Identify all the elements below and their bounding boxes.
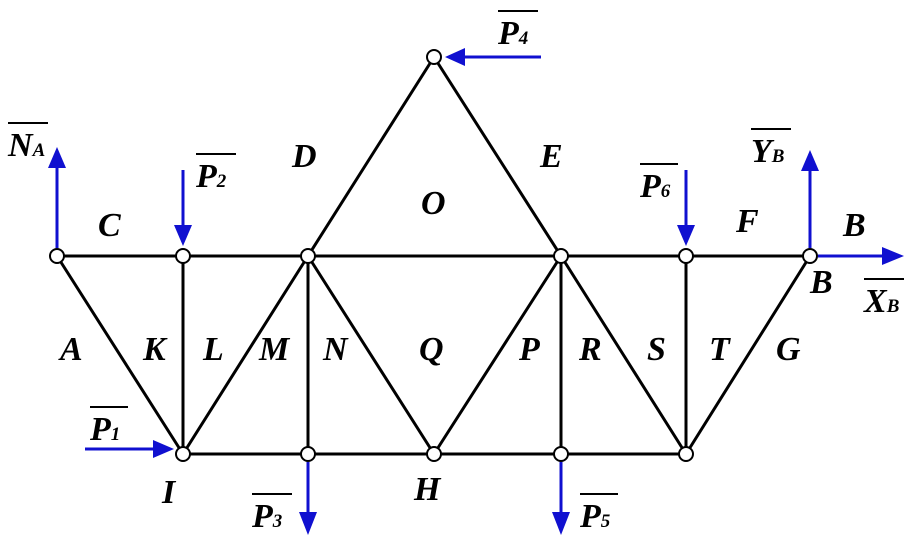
- region-label-b: B: [842, 207, 866, 244]
- svg-text:XB: XB: [863, 283, 899, 320]
- member-diagonal-n: [306, 254, 436, 456]
- region-label-d: D: [291, 138, 317, 175]
- member-apex-left: [306, 55, 436, 258]
- region-label-i: I: [161, 474, 177, 511]
- svg-text:NA: NA: [7, 127, 45, 164]
- force-label-p2: P2: [195, 153, 236, 195]
- joint-top-4: [553, 248, 569, 264]
- joint-top-3: [300, 248, 316, 264]
- svg-text:P2: P2: [195, 158, 227, 195]
- region-label-s: S: [647, 331, 666, 368]
- svg-text:P5: P5: [579, 498, 611, 535]
- region-label-k: K: [142, 331, 168, 368]
- region-label-f: F: [735, 203, 759, 240]
- force-arrow-p5: [552, 462, 570, 535]
- force-arrow-p3: [299, 462, 317, 535]
- region-label-p: P: [518, 331, 540, 368]
- force-arrow-p1: [85, 440, 174, 458]
- joint-right-support: [802, 248, 818, 264]
- member-diagonal-r: [559, 254, 688, 456]
- member-diagonal-q: [432, 254, 563, 456]
- joint-top-2: [175, 248, 191, 264]
- region-label-o: O: [421, 185, 446, 222]
- region-label-m: M: [258, 331, 291, 368]
- region-label-r: R: [578, 331, 602, 368]
- svg-text:YB: YB: [751, 133, 784, 170]
- joint-bottom-5: [678, 446, 694, 462]
- region-label-b-joint: B: [809, 264, 833, 301]
- force-arrow-xb: [818, 247, 904, 265]
- force-label-p1: P1: [89, 406, 128, 448]
- joint-bottom-1: [175, 446, 191, 462]
- svg-text:P3: P3: [251, 498, 282, 535]
- truss-joints: [49, 49, 818, 462]
- force-arrow-p4: [445, 48, 541, 66]
- region-label-g: G: [776, 331, 801, 368]
- region-label-n: N: [322, 331, 349, 368]
- force-arrow-yb: [801, 150, 819, 248]
- force-label-yb: YB: [751, 128, 791, 170]
- region-label-t: T: [709, 331, 731, 368]
- member-right-end: [684, 254, 812, 456]
- force-label-xb: XB: [863, 278, 904, 320]
- region-labels: A B C D E F G H I K L M N O P Q R S T B: [58, 138, 866, 511]
- force-label-na: NA: [7, 122, 48, 164]
- truss-members: [55, 55, 812, 456]
- force-arrow-na: [48, 147, 66, 248]
- joint-apex: [426, 49, 442, 65]
- joint-top-5: [678, 248, 694, 264]
- region-label-a: A: [58, 331, 83, 368]
- force-arrows: [48, 48, 904, 535]
- force-label-p5: P5: [579, 493, 618, 535]
- region-label-q: Q: [419, 331, 444, 368]
- joint-left-support: [49, 248, 65, 264]
- member-diagonal-l: [181, 254, 310, 456]
- member-apex-right: [432, 55, 563, 258]
- force-label-p3: P3: [251, 493, 292, 535]
- region-label-c: C: [98, 207, 121, 244]
- force-arrow-p2: [174, 170, 192, 246]
- svg-text:P4: P4: [497, 15, 528, 52]
- force-label-p6: P6: [639, 163, 678, 205]
- member-left-end: [55, 254, 185, 456]
- region-label-l: L: [202, 331, 224, 368]
- force-label-p4: P4: [497, 10, 538, 52]
- force-arrow-p6: [677, 170, 695, 246]
- svg-text:P1: P1: [89, 411, 120, 448]
- region-label-e: E: [539, 138, 563, 175]
- region-label-h: H: [413, 471, 442, 508]
- svg-text:P6: P6: [639, 168, 671, 205]
- joint-bottom-2: [300, 446, 316, 462]
- joint-bottom-3: [426, 446, 442, 462]
- force-labels: P4 NA P2 P6 YB XB P1 P3: [7, 10, 904, 535]
- joint-bottom-4: [553, 446, 569, 462]
